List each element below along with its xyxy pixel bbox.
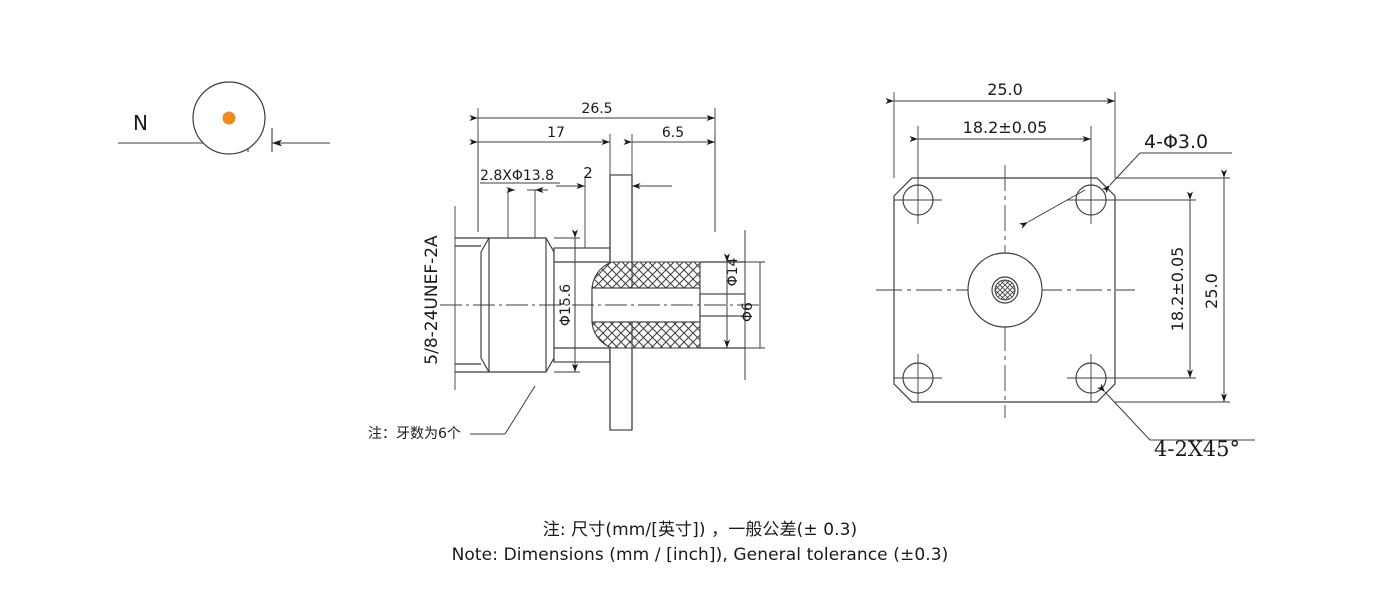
svg-text:5/8-24UNEF-2A: 5/8-24UNEF-2A: [422, 235, 442, 365]
dim-overall-length: 26.5: [469, 101, 715, 121]
note-thread-count: 注：牙数为6个: [368, 385, 536, 442]
dim-hole-pitch-horizontal: 18.2±0.05: [909, 118, 1091, 142]
svg-text:26.5: 26.5: [581, 101, 612, 117]
svg-text:25.0: 25.0: [987, 80, 1023, 99]
n-center-contact-dot: [222, 111, 236, 125]
mounting-hole-top-right: [1067, 176, 1115, 224]
callout-thread-spec: 5/8-24UNEF-2A: [422, 206, 456, 390]
mounting-hole-bottom-left: [894, 354, 942, 402]
svg-text:2: 2: [583, 164, 593, 182]
dim-body-length: 17: [469, 125, 610, 145]
dim-pin-dia: Φ6: [700, 253, 765, 349]
svg-text:17: 17: [547, 125, 565, 141]
note-line-english: Note: Dimensions (mm / [inch]), General …: [451, 544, 949, 565]
left-view-n-symbol: N: [118, 81, 330, 155]
svg-text:6.5: 6.5: [662, 125, 684, 141]
dim-height-overall: 25.0: [1202, 169, 1227, 402]
callout-mounting-holes: 4-Φ3.0: [1019, 131, 1232, 229]
dim-rear-length: 6.5: [623, 125, 715, 145]
mounting-hole-top-left: [894, 176, 942, 224]
callout-thread-chamfer: 2.8XΦ13.8: [480, 168, 560, 240]
svg-text:25.0: 25.0: [1202, 273, 1221, 309]
svg-text:4-2X45°: 4-2X45°: [1154, 437, 1240, 461]
left-view-label: N: [133, 111, 148, 135]
svg-text:18.2±0.05: 18.2±0.05: [1168, 247, 1187, 332]
dim-hex-across-flats: Φ15.6: [554, 229, 580, 373]
svg-text:注：牙数为6个: 注：牙数为6个: [368, 426, 461, 442]
drawing-notes: 注: 尺寸(mm/[英寸]) ，一般公差(± 0.3) Note: Dimens…: [0, 518, 1400, 567]
svg-text:4-Φ3.0: 4-Φ3.0: [1144, 131, 1208, 153]
svg-text:Φ6: Φ6: [740, 302, 756, 322]
svg-text:18.2±0.05: 18.2±0.05: [963, 118, 1048, 137]
dim-flange-thickness: 2: [556, 164, 672, 189]
center-view-section: 26.5 17 6.5 2: [368, 101, 765, 442]
note-line-chinese: 注: 尺寸(mm/[英寸]) ，一般公差(± 0.3): [542, 520, 858, 540]
svg-text:Φ15.6: Φ15.6: [558, 284, 574, 326]
svg-text:2.8XΦ13.8: 2.8XΦ13.8: [480, 168, 554, 184]
dim-hole-pitch-vertical: 18.2±0.05: [1168, 191, 1193, 378]
right-view-flange-face: 25.0 18.2±0.05 18.2±0.05 25.0: [876, 80, 1255, 461]
dim-width-overall: 25.0: [885, 80, 1115, 104]
callout-corner-chamfers: 4-2X45°: [1096, 383, 1255, 461]
center-boss: [967, 252, 1043, 328]
